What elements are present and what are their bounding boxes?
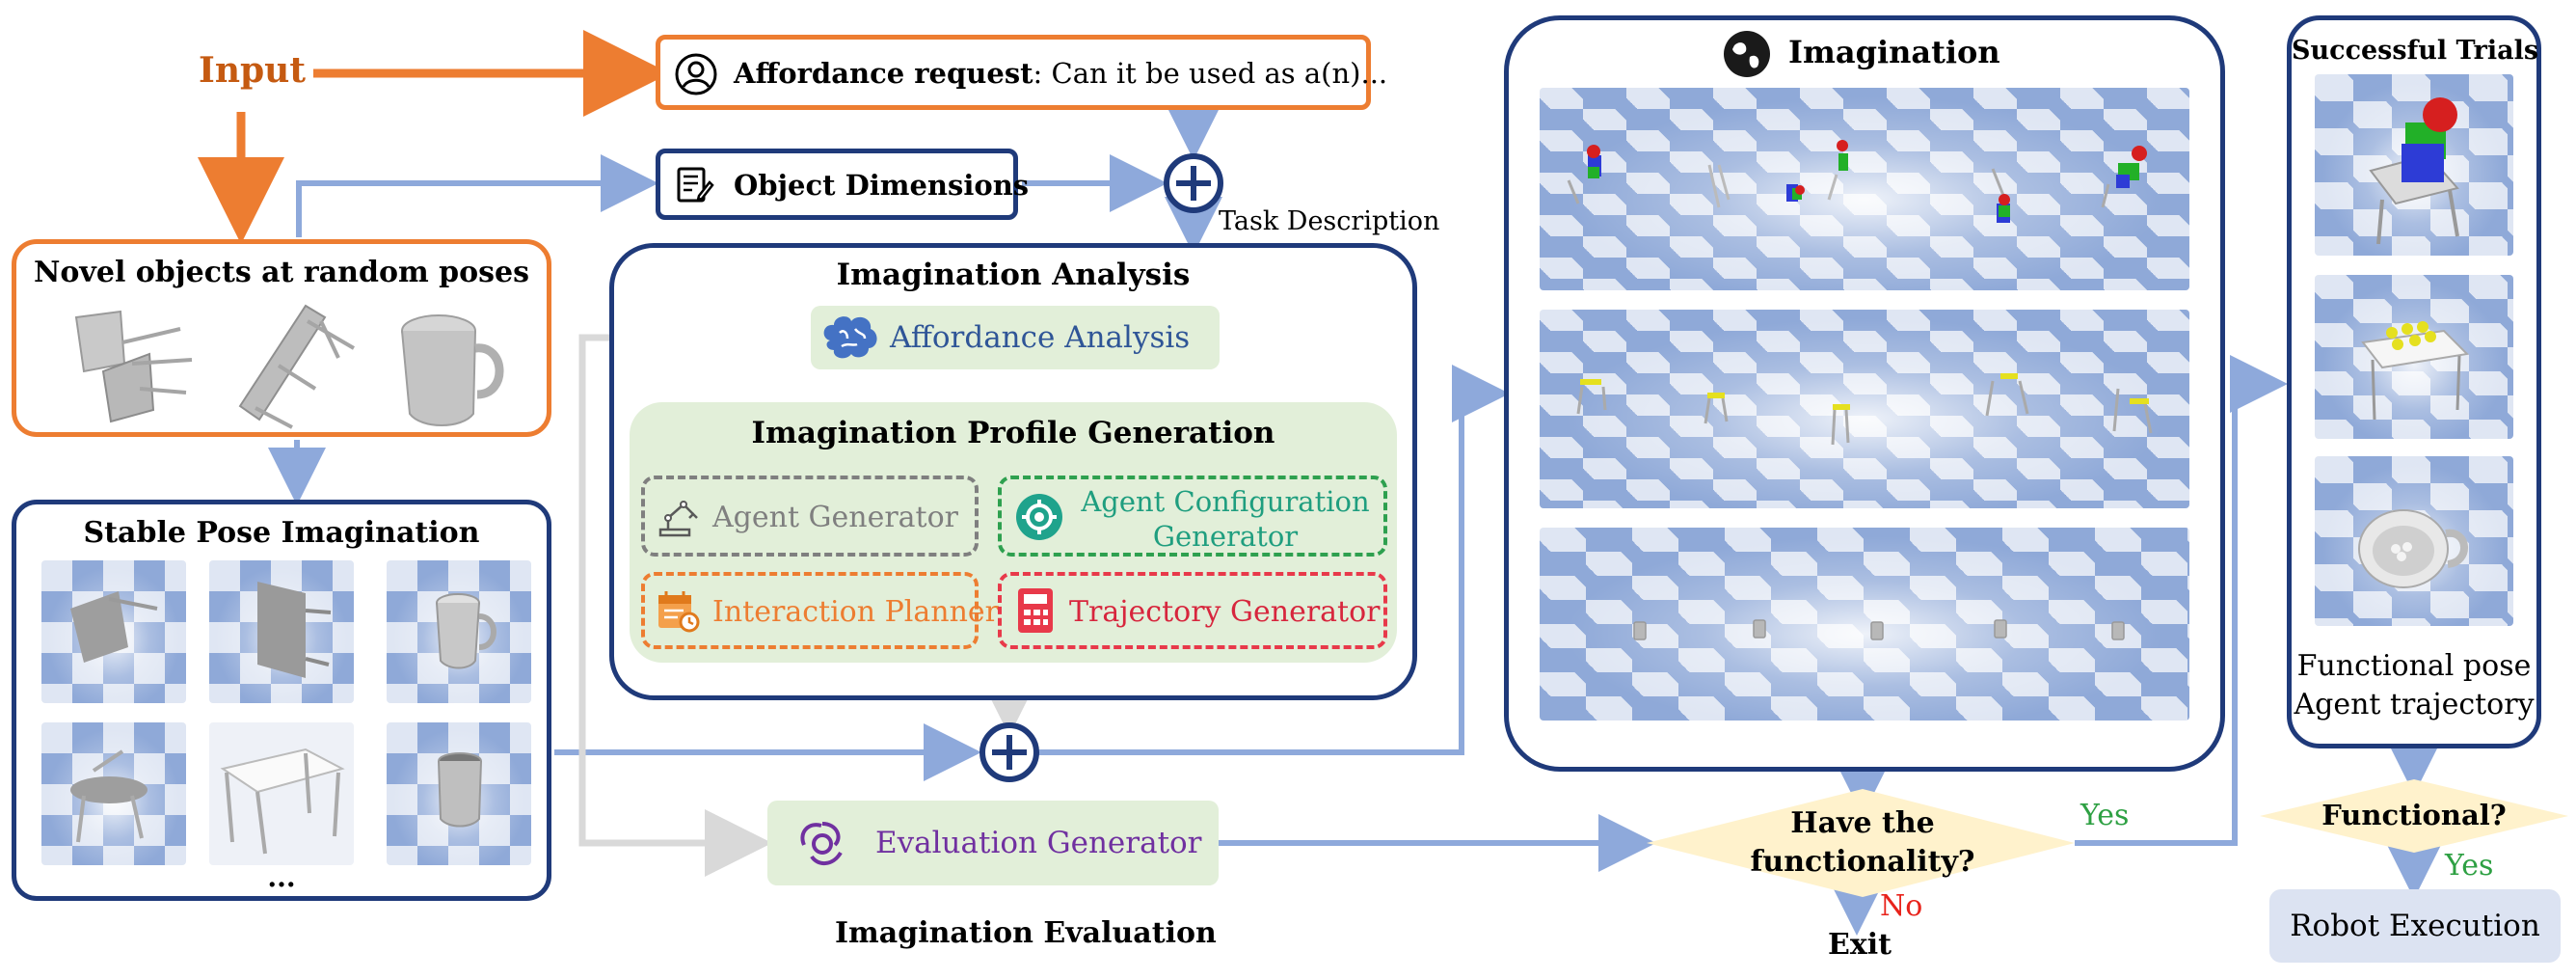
stable-pose-render-3 (387, 560, 531, 703)
trial-render-table (2315, 275, 2513, 439)
task-description-label: Task Description (1219, 206, 1440, 236)
novel-objects-title: Novel objects at random poses (34, 256, 529, 289)
decision-functional-yes: Yes (2445, 849, 2494, 883)
stable-pose-render-1 (41, 560, 186, 703)
trajectory-generator-label: Trajectory Generator (1069, 595, 1381, 629)
robot-arm-icon (658, 501, 698, 537)
stable-pose-box: Stable Pose Imagination ... (12, 500, 551, 901)
exit-label: Exit (1828, 928, 1892, 962)
combine-circle-bottom (979, 722, 1039, 782)
stable-pose-render-2 (209, 560, 354, 703)
imagination-render-mugs (1540, 528, 2189, 721)
gear-icon (1016, 494, 1062, 540)
interaction-planner-label: Interaction Planner (712, 595, 999, 629)
affordance-request-text: : Can it be used as a(n)... (1033, 57, 1388, 90)
arrow-yes-to-trials (2075, 355, 2288, 846)
novel-objects-box: Novel objects at random poses (12, 239, 551, 437)
agent-generator-box: Agent Generator (641, 476, 979, 557)
profile-generation-box: Imagination Profile Generation Agent Gen… (630, 402, 1397, 663)
decision-functionality-line1: Have the (1790, 806, 1935, 840)
affordance-request-title: Affordance request (734, 57, 1033, 90)
object-dimensions-label: Object Dimensions (734, 169, 1030, 202)
evaluation-generator-label: Evaluation Generator (875, 826, 1202, 860)
input-label: Input (199, 50, 306, 91)
robot-execution-box: Robot Execution (2269, 889, 2561, 963)
arrow-novel-to-dimensions (296, 154, 658, 237)
mug-object (401, 314, 504, 426)
object-dimensions-box: Object Dimensions (656, 149, 1029, 220)
imagination-box: Imagination (1504, 15, 2225, 772)
affordance-analysis-label: Affordance Analysis (890, 320, 1191, 355)
imagination-evaluation-label: Imagination Evaluation (835, 916, 1217, 950)
robot-execution-label: Robot Execution (2290, 909, 2540, 943)
combine-circle-top (1164, 153, 1223, 213)
successful-trials-title: Successful Trials (2292, 36, 2539, 66)
arrow-plus-to-imagination (1038, 365, 1510, 755)
calendar-clock-icon (658, 591, 700, 633)
evaluation-generator-box: Evaluation Generator (767, 801, 1219, 885)
decision-diamond-functionality (1647, 789, 2075, 897)
swirl-icon (800, 822, 843, 865)
stable-pose-render-4 (41, 722, 186, 865)
successful-trials-box: Successful Trials Functional pose (2287, 15, 2541, 748)
trials-functional-pose: Functional pose (2296, 649, 2532, 683)
trial-render-chair (2315, 74, 2513, 256)
agent-configuration-box: Agent Configuration Generator (998, 476, 1387, 557)
brain-icon (823, 316, 877, 359)
earth-globe-icon (1724, 31, 1770, 77)
imagination-render-tables (1540, 310, 2189, 508)
stable-pose-render-5 (209, 722, 354, 865)
imagination-analysis-title: Imagination Analysis (836, 258, 1191, 292)
decision-functionality-line2: functionality? (1750, 845, 1975, 879)
decision-yes-label: Yes (2080, 799, 2130, 832)
decision-diamond-functional (2260, 779, 2568, 853)
affordance-analysis-box: Affordance Analysis (811, 306, 1220, 369)
affordance-request-box: Affordance request: Can it be used as a(… (656, 35, 1387, 110)
calculator-icon (1018, 588, 1053, 633)
profile-generation-title: Imagination Profile Generation (751, 416, 1275, 450)
imagination-analysis-box: Imagination Analysis Affordance Analysis… (609, 243, 1417, 700)
agent-configuration-line1: Agent Configuration (1081, 485, 1370, 518)
trajectory-generator-box: Trajectory Generator (998, 572, 1387, 649)
chair-object (74, 310, 193, 423)
table-object (238, 304, 356, 429)
stable-pose-render-6 (387, 722, 531, 865)
trial-render-mug (2315, 456, 2513, 626)
agent-configuration-line2: Generator (1152, 520, 1299, 553)
document-edit-icon (677, 167, 714, 203)
stable-pose-ellipsis: ... (267, 861, 296, 893)
user-icon (675, 53, 717, 95)
stable-pose-title: Stable Pose Imagination (83, 516, 480, 550)
decision-no-label: No (1880, 889, 1923, 923)
imagination-title: Imagination (1788, 34, 2000, 70)
agent-generator-label: Agent Generator (712, 501, 959, 534)
trials-agent-trajectory: Agent trajectory (2294, 688, 2535, 721)
interaction-planner-box: Interaction Planner (641, 572, 999, 649)
decision-functional-label: Functional? (2321, 799, 2507, 831)
imagination-render-chairs (1540, 88, 2189, 290)
